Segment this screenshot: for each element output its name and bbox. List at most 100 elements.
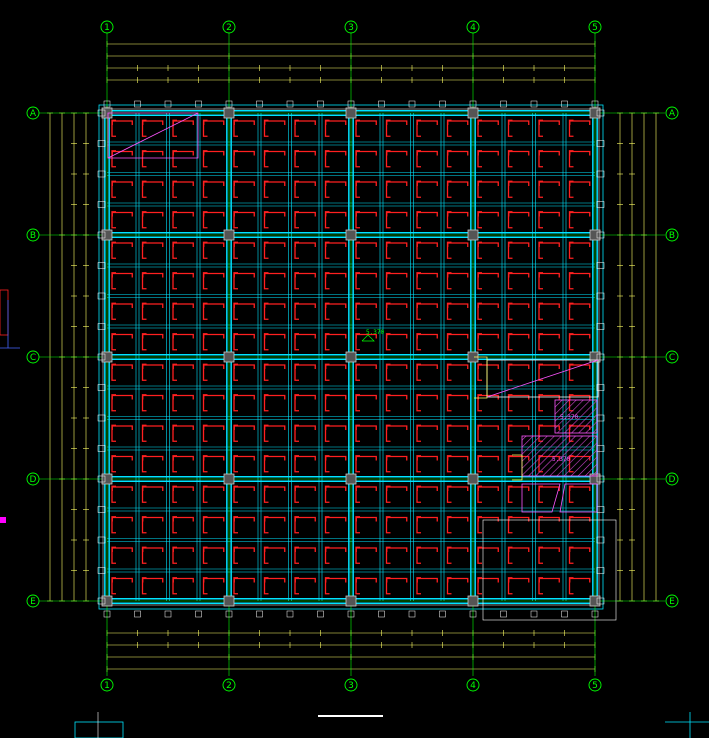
rebar-top	[202, 424, 208, 442]
rebar-top	[538, 577, 543, 595]
rebar-top	[385, 241, 391, 259]
rebar-top	[355, 211, 360, 229]
rebar-top	[202, 119, 208, 137]
rebar-top	[111, 577, 116, 595]
column	[101, 473, 113, 485]
rebar-top	[324, 333, 330, 351]
axis-bubble-left-C-circle	[26, 350, 40, 364]
rebar-top	[294, 394, 299, 412]
rebar-top	[172, 394, 177, 412]
rebar-top	[507, 455, 513, 473]
rebar-top	[507, 241, 513, 259]
rebar-top	[294, 150, 299, 168]
edge-detail-bottom	[347, 610, 355, 618]
column	[589, 229, 601, 241]
rebar-top	[477, 455, 482, 473]
rebar-top	[355, 424, 360, 442]
edge-detail-left	[97, 140, 106, 147]
rebar-top	[294, 272, 299, 290]
rebar-top	[446, 333, 452, 351]
axis-bubble-right-B-circle	[665, 228, 679, 242]
rebar-top	[294, 211, 299, 229]
rebar-top	[141, 485, 147, 503]
level-pit-2: 5.370	[552, 456, 570, 463]
opening-top-left	[107, 112, 199, 159]
edge-detail-top	[103, 100, 111, 108]
edge-detail-left	[97, 475, 106, 483]
rebar-top	[507, 119, 513, 137]
edge-detail-left	[97, 262, 106, 269]
rebar-top	[111, 119, 116, 137]
column	[467, 229, 479, 241]
axis-bubble-bottom-2-circle	[222, 678, 236, 692]
column	[223, 595, 235, 607]
pit-ramp-2	[559, 483, 598, 513]
rebar-top	[233, 546, 238, 564]
column	[589, 351, 601, 363]
rebar-top	[477, 333, 482, 351]
rebar-top	[507, 516, 513, 534]
rebar-top	[477, 546, 482, 564]
edge-detail-right	[596, 384, 605, 391]
rebar-top	[263, 546, 269, 564]
rebar-top	[507, 485, 513, 503]
edge-detail-left	[97, 231, 106, 239]
rebar-top	[263, 302, 269, 320]
column	[345, 473, 357, 485]
rebar-top	[263, 516, 269, 534]
column	[345, 229, 357, 241]
edge-detail-left	[97, 201, 106, 208]
rebar-top	[141, 241, 147, 259]
rebar-top	[233, 455, 238, 473]
axis-bubble-bottom-3-label: 3	[348, 681, 354, 691]
edge-detail-top	[469, 100, 477, 108]
rebar-top	[172, 211, 177, 229]
rebar-top	[507, 577, 513, 595]
edge-detail-bottom	[378, 610, 385, 618]
axis-bubble-top-2-circle	[222, 20, 236, 34]
axis-bubble-top-1-label: 1	[104, 23, 110, 33]
rebar-top	[324, 302, 330, 320]
edge-detail-right	[596, 323, 605, 330]
rebar-top	[568, 302, 574, 320]
rebar-top	[141, 211, 147, 229]
axis-bubble-left-B-label: B	[30, 231, 36, 241]
edge-detail-left	[97, 384, 106, 391]
rebar-top	[263, 455, 269, 473]
rebar-top	[233, 363, 238, 381]
axis-bubble-right-E-circle	[665, 594, 679, 608]
rebar-top	[202, 394, 208, 412]
edge-detail-left	[97, 292, 106, 300]
column	[467, 595, 479, 607]
rebar-top	[477, 363, 482, 381]
column	[589, 107, 601, 119]
rebar-top	[233, 424, 238, 442]
rebar-top	[294, 546, 299, 564]
rebar-top	[324, 485, 330, 503]
column	[223, 107, 235, 119]
rebar-top	[507, 333, 513, 351]
edge-detail-bottom	[530, 610, 538, 618]
rebar-top	[202, 455, 208, 473]
edge-detail-bottom	[225, 610, 233, 618]
rebar-top	[507, 363, 513, 381]
column	[589, 595, 601, 607]
rebar-top	[416, 272, 421, 290]
rebar-top	[568, 150, 574, 168]
rebar-top	[568, 211, 574, 229]
edge-detail-left	[97, 506, 106, 513]
edge-detail-left	[97, 323, 106, 330]
rebar-top	[385, 302, 391, 320]
rebar-top	[202, 272, 208, 290]
rebar-top	[568, 485, 574, 503]
pit-hatch-2	[521, 435, 598, 477]
axis-bubble-top-4-label: 4	[470, 23, 476, 33]
rebar-top	[111, 424, 116, 442]
rebar-top	[172, 455, 177, 473]
edge-detail-bottom	[164, 610, 172, 618]
rebar-top	[111, 363, 116, 381]
rebar-top	[446, 211, 452, 229]
pit-edge-yellow-2	[512, 454, 523, 481]
edge-detail-right	[596, 475, 605, 483]
rebar-top	[416, 424, 421, 442]
